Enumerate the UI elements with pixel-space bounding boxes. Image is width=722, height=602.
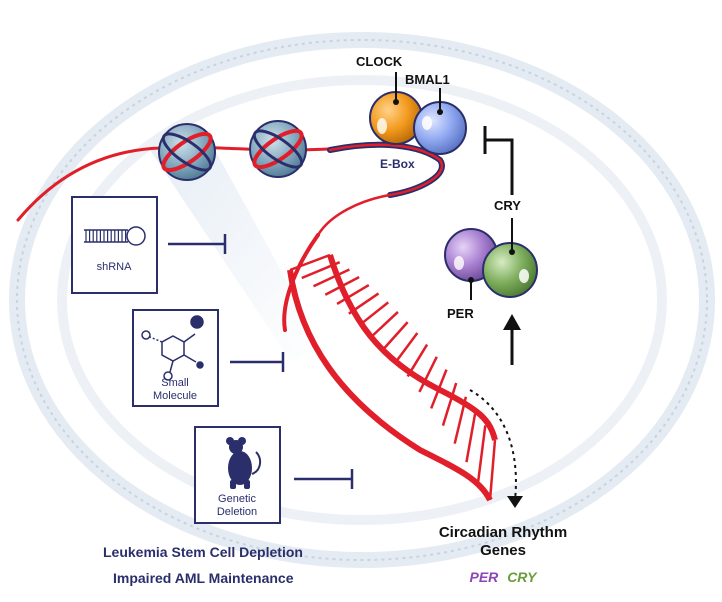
genes-line-2: Genes (480, 542, 526, 559)
small-molecule-label-2: Molecule (153, 390, 197, 402)
genes-cry: CRY (507, 569, 538, 585)
background-ring (9, 32, 715, 568)
clock-label: CLOCK (356, 54, 403, 69)
dna-base-pair (313, 268, 350, 288)
genes-per: PER (470, 569, 500, 585)
shrna-icon (84, 226, 146, 246)
genetic-inhibit-line (294, 469, 354, 489)
genetic-label-1: Genetic (218, 493, 256, 505)
genetic-deletion-box: Genetic Deletion (194, 426, 281, 524)
dna-base-pair (383, 321, 409, 350)
cry-label: CRY (494, 198, 521, 213)
up-arrow (503, 314, 521, 365)
nucleosome-2 (249, 120, 307, 178)
dna-base-pair (359, 301, 390, 326)
shrna-inhibit-line (168, 234, 227, 254)
shrna-label: shRNA (97, 261, 133, 273)
ebox-label: E-Box (380, 157, 415, 171)
nucleosome-1 (158, 123, 216, 181)
outcome-line-2: Impaired AML Maintenance (113, 570, 294, 586)
small-molecule-inhibit-line (230, 352, 285, 372)
dna-base-pair (465, 410, 477, 463)
dna-base-pair (336, 283, 370, 305)
dna-base-pair (371, 311, 399, 337)
dna-base-pair (441, 382, 458, 427)
outcome-line-1: Leukemia Stem Cell Depletion (103, 544, 303, 560)
small-molecule-label-1: Small (161, 377, 189, 389)
cry-protein (482, 218, 538, 298)
dna-helix (287, 253, 498, 502)
dna-base-pair (394, 332, 419, 363)
dna-base-pair (476, 425, 487, 482)
gene-expression-arrow (469, 389, 523, 508)
molecule-icon (141, 315, 204, 381)
per-label: PER (447, 306, 474, 321)
bmal1-protein (413, 88, 467, 155)
shrna-box: shRNA (71, 196, 158, 294)
dna-base-pair (418, 356, 438, 393)
dna-base-pair (289, 253, 331, 272)
dna-base-pair (488, 439, 497, 501)
genes-per-cry: PER CRY (470, 569, 539, 585)
feedback-inhibition (483, 126, 514, 195)
small-molecule-box: Small Molecule (132, 309, 219, 407)
genetic-label-2: Deletion (217, 506, 257, 518)
genes-line-1: Circadian Rhythm (439, 524, 567, 541)
bmal1-label: BMAL1 (405, 72, 450, 87)
mouse-icon (226, 437, 262, 489)
